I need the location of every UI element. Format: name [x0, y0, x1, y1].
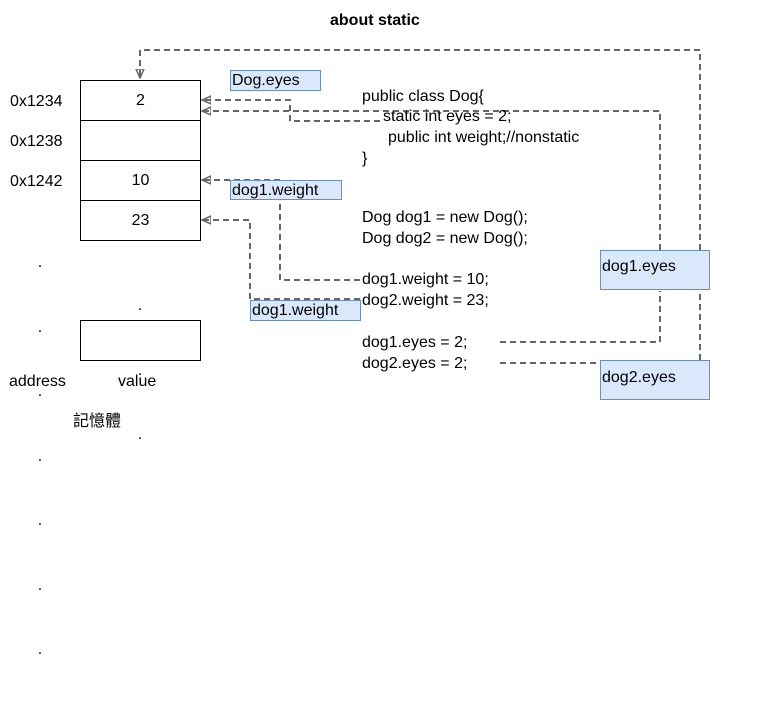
value-ellipsis: . . . [134, 252, 146, 489]
diagram-title: about static [330, 12, 420, 29]
tag-dog1-weight-bottom: dog1.weight [250, 300, 361, 321]
value-column-label: value [118, 373, 157, 390]
code-line-static-field: static int eyes = 2; [383, 108, 512, 125]
code-line-dog1-weight: dog1.weight = 10; [362, 271, 489, 288]
code-line-dog2-weight: dog2.weight = 23; [362, 292, 489, 309]
code-line-instance-field: public int weight;//nonstatic [388, 129, 580, 146]
tag-dog2-eyes: dog2.eyes [600, 360, 710, 400]
tag-dog1-weight-top: dog1.weight [230, 180, 342, 200]
memory-label: 記憶體 [73, 413, 122, 430]
connector-dog1-eyes-assign [500, 291, 661, 343]
value-dot: . [137, 426, 143, 443]
address-dot: . [37, 318, 43, 336]
address-ellipsis: . . . . . . . [34, 209, 46, 704]
code-line-new-dog2: Dog dog2 = new Dog(); [362, 230, 528, 247]
address-dot: . [37, 576, 43, 594]
address-column-label: address [9, 373, 66, 390]
value-dot: . [137, 297, 143, 314]
value-dot: . [137, 361, 143, 379]
code-line-class-close: } [362, 150, 368, 167]
address-0x1238: 0x1238 [10, 133, 63, 150]
memory-cell-0x1238 [80, 120, 201, 161]
tag-dog1-eyes: dog1.eyes [600, 250, 710, 290]
address-0x1242: 0x1242 [10, 173, 63, 190]
memory-cell-0x1242: 10 [80, 160, 201, 201]
arrow-dog1-weight [203, 180, 360, 281]
arrow-dog2-weight [203, 220, 360, 300]
code-line-new-dog1: Dog dog1 = new Dog(); [362, 209, 528, 226]
address-dot: . [37, 254, 43, 271]
arrow-dog2-eyes-static [140, 49, 701, 360]
memory-cell-last [80, 320, 201, 361]
connector-layer [0, 49, 701, 364]
address-dot: . [37, 641, 43, 658]
address-dot: . [37, 447, 43, 465]
address-dot: . [37, 383, 43, 400]
tag-dog-eyes: Dog.eyes [230, 70, 321, 91]
address-dot: . [37, 512, 43, 529]
memory-cell-value: 10 [131, 171, 150, 189]
memory-cell-value: 23 [131, 211, 150, 229]
code-line-dog1-eyes: dog1.eyes = 2; [362, 334, 468, 351]
arrow-dog1-eyes-static [203, 111, 661, 250]
memory-cell-value: 2 [136, 91, 145, 109]
memory-cell-0x1234: 2 [80, 80, 201, 121]
diagram-canvas: about static 0x1234 0x1238 0x1242 . . . … [0, 12, 710, 658]
code-line-dog2-eyes: dog2.eyes = 2; [362, 355, 468, 372]
code-line-class-decl: public class Dog{ [362, 88, 484, 105]
arrow-class-eyes-static [203, 100, 380, 122]
address-0x1234: 0x1234 [10, 93, 63, 110]
memory-cell-next: 23 [80, 200, 201, 241]
